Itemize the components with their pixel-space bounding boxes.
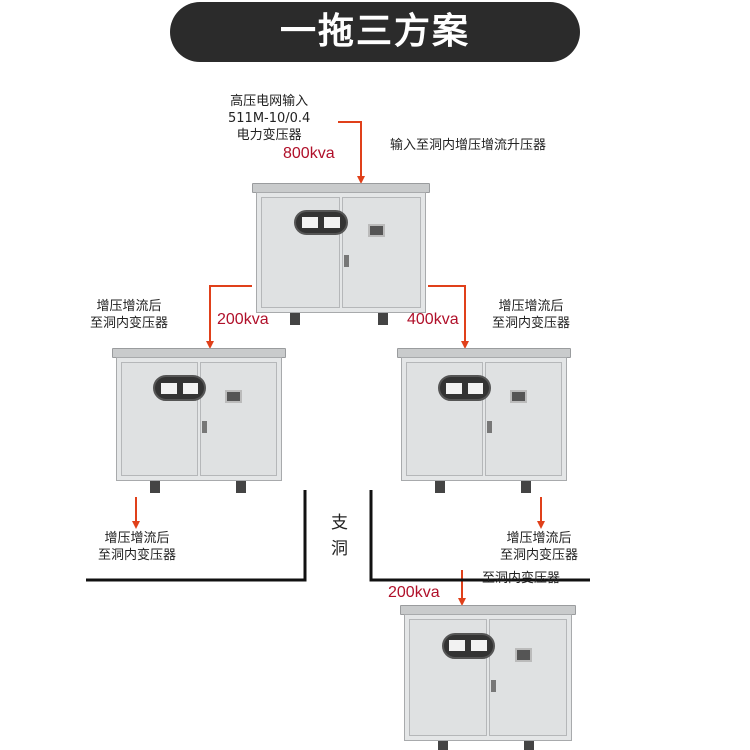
left-output-line1: 增压增流后 bbox=[104, 531, 170, 546]
right-output-line2: 至洞内变压器 bbox=[500, 548, 579, 563]
source-label: 高压电网输入 511M-10/0.4 电力变压器 bbox=[228, 93, 310, 144]
left-branch-label: 增压增流后 至洞内变压器 bbox=[90, 298, 168, 332]
main-transformer-cabinet bbox=[252, 183, 430, 325]
meter-icon bbox=[293, 209, 349, 236]
bottom-branch-label: 至洞内变压器 bbox=[482, 571, 561, 586]
right-branch-label: 增压增流后 至洞内变压器 bbox=[492, 298, 570, 332]
meter-icon bbox=[438, 375, 492, 402]
meter-icon bbox=[153, 375, 207, 402]
right-output-line1: 增压增流后 bbox=[506, 531, 572, 546]
tunnel-wall-right bbox=[369, 490, 590, 582]
right-branch-line1: 增压增流后 bbox=[498, 299, 564, 314]
left-branch-capacity: 200kva bbox=[217, 311, 269, 328]
right-output-label: 增压增流后 至洞内变压器 bbox=[500, 530, 578, 564]
bottom-transformer-cabinet bbox=[400, 605, 576, 750]
bottom-branch-capacity: 200kva bbox=[388, 584, 440, 601]
page-title: 一拖三方案 bbox=[170, 2, 580, 62]
right-transformer-cabinet bbox=[397, 348, 571, 493]
tunnel-line1: 支 bbox=[331, 513, 348, 533]
source-line3: 电力变压器 bbox=[236, 128, 302, 143]
right-branch-capacity: 400kva bbox=[407, 311, 459, 328]
arrow-left-branch bbox=[206, 285, 252, 349]
tunnel-line2: 洞 bbox=[331, 539, 348, 559]
arrow-right-branch bbox=[428, 285, 469, 349]
left-branch-line1: 增压增流后 bbox=[96, 299, 162, 314]
source-line2: 511M-10/0.4 bbox=[228, 111, 311, 126]
left-output-label: 增压增流后 至洞内变压器 bbox=[98, 530, 176, 564]
left-branch-line2: 至洞内变压器 bbox=[90, 316, 169, 331]
source-line1: 高压电网输入 bbox=[230, 94, 309, 109]
source-capacity: 800kva bbox=[283, 145, 335, 162]
left-transformer-cabinet bbox=[112, 348, 286, 493]
tunnel-label: 支 洞 bbox=[331, 510, 348, 562]
main-unit-label: 输入至洞内增压增流升压器 bbox=[390, 138, 547, 153]
right-branch-line2: 至洞内变压器 bbox=[492, 316, 571, 331]
arrow-source bbox=[338, 121, 365, 184]
tunnel-wall-left bbox=[86, 490, 307, 582]
left-output-line2: 至洞内变压器 bbox=[98, 548, 177, 563]
meter-icon bbox=[441, 632, 496, 659]
